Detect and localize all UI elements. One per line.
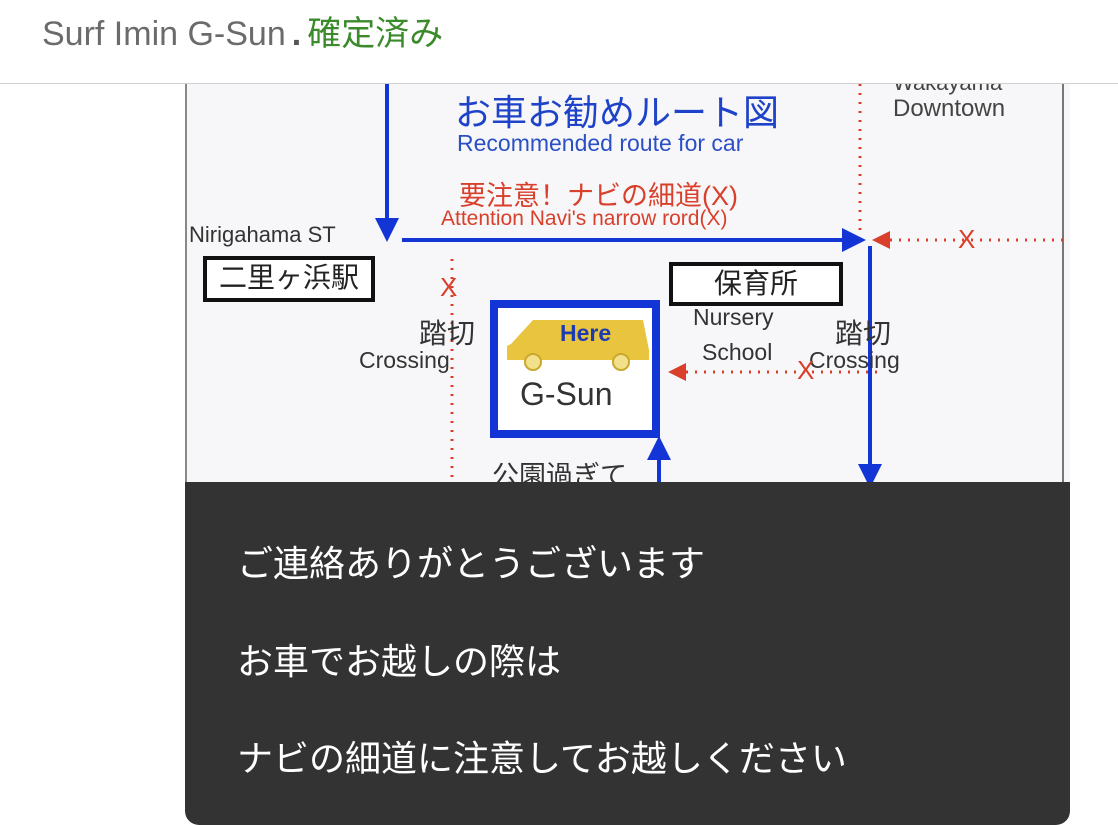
- message-line: ナビの細道に注意してお越しください: [237, 739, 847, 780]
- park-label: 公園過ぎて: [492, 461, 627, 484]
- downtown-label-partial: Wakayama: [893, 84, 1002, 96]
- map-border: [1062, 84, 1064, 484]
- caption-overlay: ご連絡ありがとうございます お車でお越しの際は ナビの細道に注意してお越しくださ…: [185, 482, 1070, 825]
- car-icon: [507, 320, 649, 371]
- gsun-label: G-Sun: [520, 376, 613, 412]
- warning-en: Attention Navi's narrow rord(X): [441, 207, 728, 230]
- x-mark: X: [797, 355, 815, 385]
- crossing-en-right: Crossing: [809, 347, 900, 373]
- downtown-label: Downtown: [893, 95, 1006, 122]
- message-line: お車でお越しの際は: [237, 642, 562, 683]
- shop-name: Surf Imin G-Sun: [42, 15, 286, 53]
- conversation-title: Surf Imin G-Sun.確定済み: [42, 6, 443, 55]
- x-mark: X: [958, 224, 976, 254]
- crossing-ja-right: 踏切: [835, 318, 892, 349]
- x-mark: X: [440, 272, 458, 302]
- crossing-ja-left: 踏切: [419, 318, 476, 349]
- route-map-image[interactable]: Wakayama Downtown お車お勧めルート図 Recommended …: [185, 84, 1070, 484]
- nursery-ja-box: 保育所: [669, 262, 843, 306]
- map-title-ja: お車お勧めルート図: [455, 92, 780, 133]
- status-badge: 確定済み: [307, 15, 444, 53]
- route-lines: [375, 84, 1070, 484]
- crossing-en-left: Crossing: [359, 347, 450, 373]
- station-ja-box: 二里ヶ浜駅: [203, 256, 375, 302]
- separator: .: [291, 15, 302, 53]
- station-en: Nirigahama ST: [189, 222, 336, 247]
- map-title-en: Recommended route for car: [457, 130, 744, 156]
- message-line: ご連絡ありがとうございます: [237, 544, 706, 585]
- chat-header: Surf Imin G-Sun.確定済み: [0, 0, 1118, 84]
- here-label: Here: [560, 320, 612, 346]
- warning-ja: 要注意！ナビの細道(X): [459, 181, 738, 211]
- gsun-location-box: Here G-Sun: [490, 300, 660, 438]
- nursery-en-2: School: [702, 339, 773, 365]
- nursery-en-1: Nursery: [693, 304, 774, 330]
